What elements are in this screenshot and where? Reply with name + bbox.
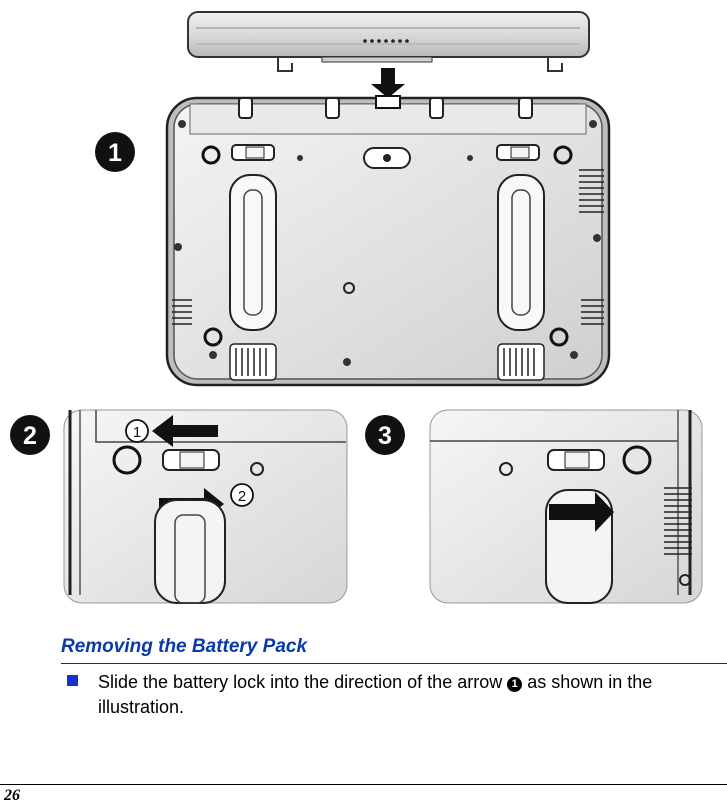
svg-text:3: 3 [378, 422, 392, 450]
svg-text:2: 2 [23, 422, 37, 450]
svg-text:1: 1 [133, 424, 141, 441]
detail-panel-2 [63, 409, 348, 604]
bullet-text-after: as shown in the illustration. [98, 672, 653, 717]
svg-text:2: 2 [238, 488, 246, 505]
section-heading: Removing the Battery Pack [61, 636, 308, 657]
down-arrow-icon [371, 68, 405, 98]
battery-pack [187, 11, 590, 72]
heading-rule [61, 663, 727, 664]
bullet-text-before: Slide the battery lock into the directio… [98, 672, 508, 692]
battery-removal-illustration: 1 2 3 1 2 [10, 11, 703, 604]
arrow-number-marker-icon: 1 [507, 677, 523, 692]
device-underside [165, 95, 611, 387]
step-marker-2: 2 [10, 415, 50, 455]
bullet-square-icon [67, 675, 78, 686]
direction-marker-2: 2 [230, 483, 254, 507]
step-marker-3: 3 [365, 415, 405, 455]
detail-panel-3 [429, 409, 703, 604]
footer-rule [0, 784, 727, 785]
bullet-item: Slide the battery lock into the directio… [98, 670, 723, 720]
svg-text:1: 1 [108, 139, 122, 167]
direction-marker-1: 1 [125, 419, 149, 443]
step-marker-1: 1 [95, 132, 135, 172]
page-number: 26 [4, 787, 20, 804]
